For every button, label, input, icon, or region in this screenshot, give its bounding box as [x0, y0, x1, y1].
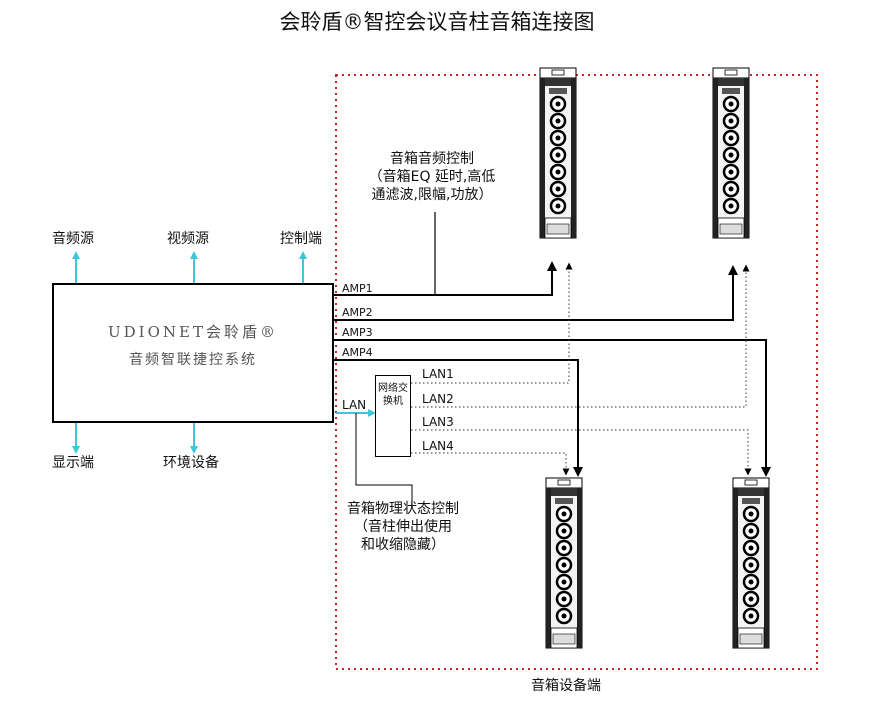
speaker-column-4	[731, 476, 771, 650]
audio-control-detail2: 通滤波,限幅,功放）	[371, 187, 493, 203]
lan1-label: LAN1	[422, 367, 454, 381]
network-switch-label: 网络交换机	[378, 383, 408, 407]
lan1-line	[411, 262, 573, 384]
audio-control-callout: 音箱音频控制 （音箱EQ 延时,高低 通滤波,限幅,功放）	[352, 150, 512, 204]
system-name-line2: 音频智联捷控系统	[129, 352, 257, 368]
amp4-line	[334, 359, 583, 477]
amp3-label: AMP3	[342, 326, 373, 339]
system-box: UDIONET会聆盾® 音频智联捷控系统	[52, 283, 334, 423]
lan3-line	[411, 429, 752, 476]
lan4-line	[411, 452, 570, 476]
physical-control-callout: 音箱物理状态控制 （音柱伸出使用 和收缩隐藏）	[328, 500, 478, 554]
audio-control-title: 音箱音频控制	[390, 151, 474, 167]
speaker-column-1	[538, 66, 578, 240]
lan4-label: LAN4	[422, 439, 454, 453]
environment-device-label: 环境设备	[163, 455, 219, 471]
speaker-column-3	[544, 476, 584, 650]
audio-source-label: 音频源	[52, 231, 94, 247]
display-terminal-label: 显示端	[52, 455, 94, 471]
amp3-line	[334, 339, 771, 477]
video-source-label: 视频源	[167, 231, 209, 247]
amp2-label: AMP2	[342, 306, 373, 319]
physical-control-detail2: 和收缩隐藏）	[361, 537, 445, 553]
physical-control-leader	[355, 413, 413, 505]
system-name-line1: UDIONET会聆盾®	[108, 323, 278, 341]
amp1-line	[334, 261, 557, 296]
speaker-area-label: 音箱设备端	[531, 678, 601, 694]
speaker-column-2	[711, 66, 751, 240]
lan3-label: LAN3	[422, 415, 454, 429]
lan2-label: LAN2	[422, 392, 454, 406]
physical-control-detail1: （音柱伸出使用	[354, 519, 452, 535]
lan-label: LAN	[342, 398, 367, 412]
audio-control-detail1: （音箱EQ 延时,高低	[368, 169, 496, 185]
amp1-label: AMP1	[342, 282, 373, 295]
diagram-title: 会聆盾®智控会议音柱音箱连接图	[279, 10, 595, 34]
network-switch: 网络交换机	[375, 375, 411, 457]
physical-control-title: 音箱物理状态控制	[347, 501, 459, 517]
control-terminal-label: 控制端	[280, 231, 322, 247]
amp2-line	[334, 265, 738, 321]
amp4-label: AMP4	[342, 346, 373, 359]
